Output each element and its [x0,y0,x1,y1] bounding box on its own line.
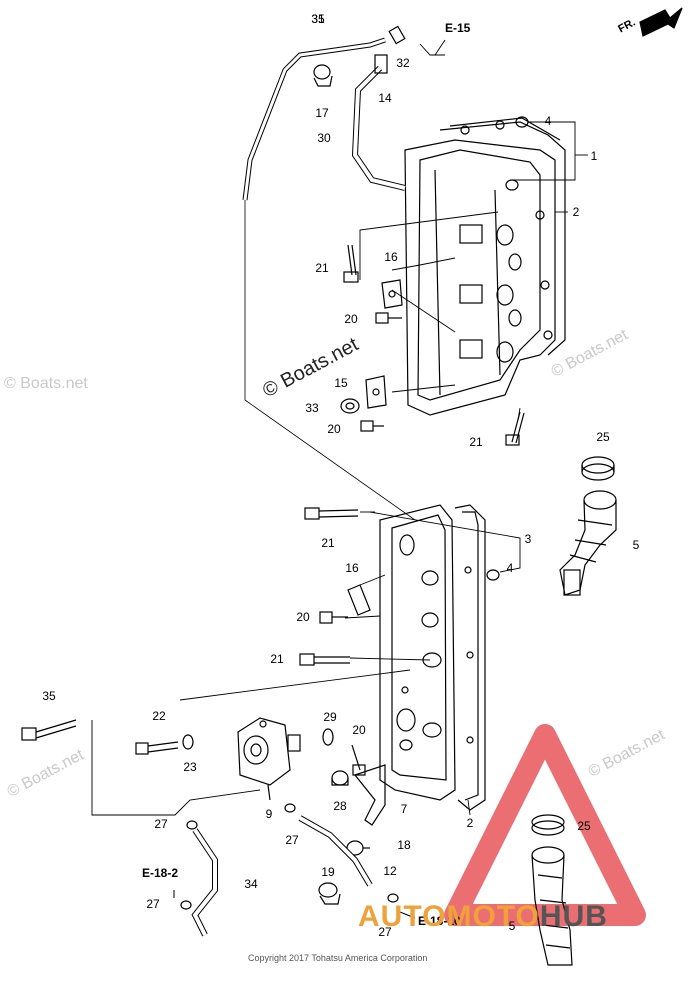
part-label-27: 27 [146,897,160,911]
part-label-2: 2 [466,816,474,830]
part-label-32: 32 [396,56,410,70]
bolt-21-lower-b [299,653,350,666]
ref-label-e15: E-15 [445,21,471,35]
bracket-15 [365,375,387,409]
bolt-21-upper [343,244,359,283]
part-label-27: 27 [285,833,299,847]
clip-27-d [387,893,399,903]
part-label-21: 21 [315,261,329,275]
part-label-14: 14 [378,91,392,105]
part-label-16: 16 [345,561,359,575]
bolt-20-pump [351,744,366,776]
logo-text-hub: HUB [539,900,608,933]
clip-27-c [180,900,192,910]
part-label-1: 1 [590,149,598,163]
part-label-9: 9 [265,807,273,821]
bolt-21-lower-a [304,507,359,520]
leader-lines-lower [91,511,521,816]
part-label-31: 35 [311,12,325,26]
part-label-33: 33 [305,401,319,415]
grommet-4-lower [486,569,500,581]
part-label-5: 5 [508,919,516,933]
part-label-20: 20 [296,610,310,624]
part-label-15: 15 [334,376,348,390]
part-label-21: 21 [321,536,335,550]
bracket-16-upper [381,279,403,309]
part-label-7: 7 [400,802,408,816]
part-label-21: 21 [270,652,284,666]
ref-label-e18-10: E-18-10 [418,914,461,928]
elbow-5-upper [559,490,617,596]
bolt-20-upper [375,312,402,324]
arrow-e1810 [399,911,416,919]
washer-23 [182,734,194,750]
clip-33 [340,398,360,414]
part-label-3: 3 [524,532,532,546]
part-label-23: 23 [183,760,197,774]
connection-line [244,200,416,521]
part-label-27: 27 [378,925,392,939]
bracket-7 [353,764,386,826]
bolt-20-mid [360,420,384,432]
front-arrow-icon [639,7,683,37]
hose-34 [191,828,218,937]
clip-27-a [284,803,296,813]
part-label-16: 16 [384,250,398,264]
cover-plate-lower [379,504,456,801]
clamp-25-upper [581,456,615,481]
hose-12 [298,815,373,887]
logo-triangle [444,724,646,926]
bolt-20-lower [319,611,348,624]
grommet-28 [331,770,349,786]
part-label-22: 22 [152,709,166,723]
part-label-27: 27 [154,817,168,831]
washer-29 [322,728,334,746]
bolt-21-right [505,411,525,446]
clip-17 [313,64,333,87]
part-label-31: 31 [311,12,325,26]
fitting-14 [374,54,388,74]
bolt-35 [21,719,77,741]
part-label-21: 21 [469,435,483,449]
part-label-5: 5 [632,538,640,552]
part-label-20: 20 [344,312,358,326]
logo-text-moto: MOTO [446,900,540,933]
bracket-16-lower [347,584,371,616]
hose-30 [351,65,406,191]
part-label-28: 28 [333,799,347,813]
part-label-25: 25 [596,430,610,444]
part-label-17: 17 [315,106,329,120]
part-label-20: 20 [352,723,366,737]
part-label-35: 35 [42,689,56,703]
elbow-5-lower [531,814,573,966]
part-label-18: 18 [397,838,411,852]
clip-27-b [186,820,198,830]
part-label-34: 34 [244,877,258,891]
fitting-32 [388,25,406,45]
part-label-20: 20 [327,422,341,436]
watermark-faint-left: © Boats.net [4,375,88,392]
bolt-22 [135,741,179,755]
ref-label-e18-2: E-18-2 [142,866,179,880]
pump-9 [237,717,301,801]
part-label-29: 29 [323,710,337,724]
part-label-30: 30 [317,131,331,145]
part-label-4: 4 [544,114,552,128]
part-label-12: 12 [383,864,397,878]
clip-19 [318,882,341,905]
copyright-text: Copyright 2017 Tohatsu America Corporati… [248,953,428,963]
part-label-25: 25 [577,819,591,833]
hose-31 [242,37,386,201]
part-label-4: 4 [506,561,514,575]
automotohub-logo: AUTOMOTOHUB [358,900,608,934]
part-label-19: 19 [321,865,335,879]
cylinder-cover-upper [404,116,566,416]
gasket-2-lower [454,504,486,811]
logo-text-auto: AUTO [358,900,447,933]
part-label-2: 2 [572,205,580,219]
